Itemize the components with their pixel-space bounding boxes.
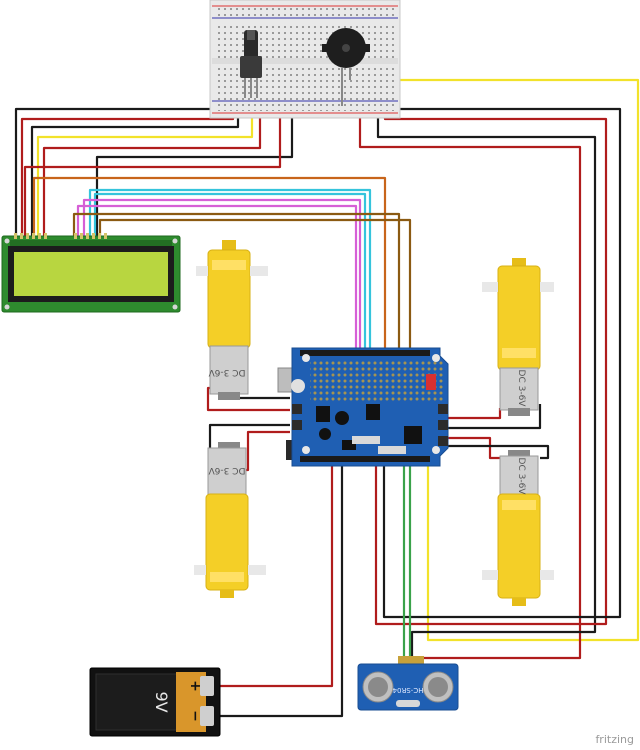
wire-lcd-magenta-2: [76, 204, 358, 350]
wire-bb-black-left-2: [30, 113, 240, 236]
wire-lcd-orange: [32, 176, 387, 350]
buzzer-icon: [322, 28, 370, 106]
wire-motor-br-black: [448, 444, 550, 460]
motor-icon: DC 3-6V: [482, 258, 554, 416]
sensor-model-label: HC-SR04: [392, 686, 423, 694]
wire-buzzer-yellow: [348, 78, 640, 642]
potentiometer-icon: [240, 30, 262, 98]
battery-9v: + − 9V: [89, 667, 221, 737]
fritzing-watermark: fritzing: [595, 733, 634, 746]
circuit-board-icon: [277, 347, 449, 467]
wires: [14, 78, 640, 718]
wire-battery-black: [215, 462, 344, 718]
motor-icon: DC 3-6V: [482, 450, 554, 606]
battery-minus-label: −: [187, 710, 203, 722]
wire-motor-br-red: [448, 436, 500, 460]
breadboard: [209, 0, 401, 119]
piezo-buzzer: [322, 28, 370, 106]
wire-lcd-magenta: [82, 198, 362, 350]
potentiometer: [240, 30, 262, 98]
motor-icon: DC 3-6V: [196, 240, 268, 400]
motor-bottom-left: DC 3-6V: [194, 442, 266, 598]
wire-bb-red-2: [42, 113, 262, 236]
lcd-icon: [1, 233, 181, 313]
lcd-16x2: [1, 233, 181, 313]
motor-top-left-label: DC 3-6V: [208, 367, 246, 377]
motor-top-left: DC 3-6V: [196, 240, 268, 400]
wire-bb-red-left: [20, 113, 235, 236]
wire-bb-black-3: [95, 113, 294, 236]
sensor-icon: HC-SR04: [357, 656, 459, 711]
motor-top-right-label: DC 3-6V: [516, 370, 526, 408]
wire-motor-tr-red: [448, 408, 502, 420]
wire-lcd-brown-2: [98, 218, 412, 350]
wire-battery-red: [215, 462, 334, 688]
motor-bottom-right-label: DC 3-6V: [516, 458, 526, 496]
motor-top-right: DC 3-6V: [482, 258, 554, 416]
wire-motor-tr-black: [448, 404, 542, 430]
motor-bottom-left-label: DC 3-6V: [208, 465, 246, 475]
wire-lcd-brown: [72, 212, 401, 350]
wire-bb-black-right: [376, 113, 597, 668]
ultrasonic-sensor: HC-SR04: [357, 656, 459, 711]
battery-voltage-label: 9V: [152, 691, 171, 712]
battery-plus-label: +: [187, 680, 203, 692]
motor-icon: DC 3-6V: [194, 442, 266, 598]
motor-bottom-right: DC 3-6V: [482, 450, 554, 606]
motor-shield: [277, 347, 449, 467]
wire-bb-red-3: [23, 113, 282, 236]
battery-icon: + − 9V: [89, 667, 221, 737]
